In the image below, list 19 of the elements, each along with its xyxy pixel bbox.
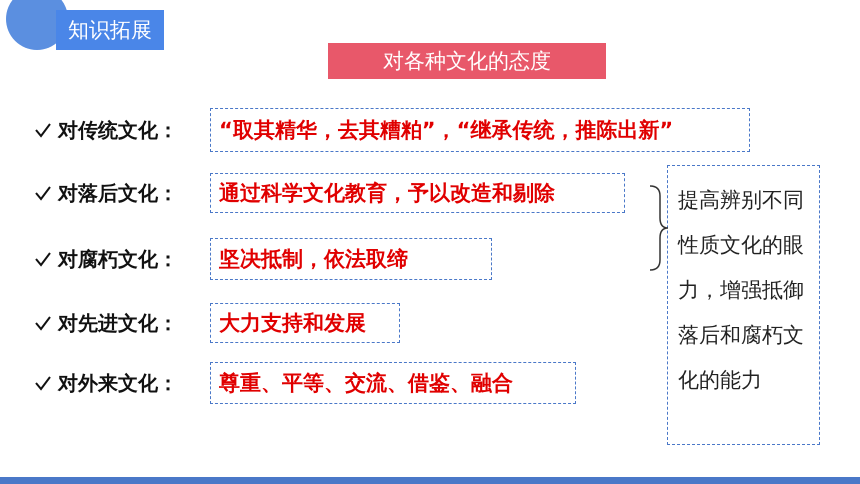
attitude-box: [210, 108, 750, 152]
attitude-text: 坚决抵制，依法取缔: [219, 246, 408, 273]
attitude-box: [210, 173, 625, 213]
summary-box: [667, 165, 820, 445]
attitude-box: [210, 362, 576, 404]
culture-label: 对外来文化：: [58, 370, 178, 397]
attitude-text: 通过科学文化教育，予以改造和剔除: [219, 180, 555, 207]
culture-label: 对落后文化：: [58, 180, 178, 207]
title-banner: 对各种文化的态度: [328, 43, 606, 79]
section-tab: 知识拓展: [56, 10, 164, 50]
attitude-text: 大力支持和发展: [219, 310, 366, 337]
attitude-box: [210, 303, 400, 343]
culture-label: 对先进文化：: [58, 310, 178, 337]
culture-label: 对传统文化：: [58, 117, 178, 144]
attitude-text: “取其精华，去其糟粕”，“继承传统，推陈出新”: [219, 117, 674, 144]
summary-text: 提高辨别不同性质文化的眼力，增强抵御落后和腐朽文化的能力: [678, 188, 804, 392]
culture-label: 对腐朽文化：: [58, 246, 178, 273]
attitude-text: 尊重、平等、交流、借鉴、融合: [219, 370, 513, 397]
attitude-box: [210, 238, 492, 280]
